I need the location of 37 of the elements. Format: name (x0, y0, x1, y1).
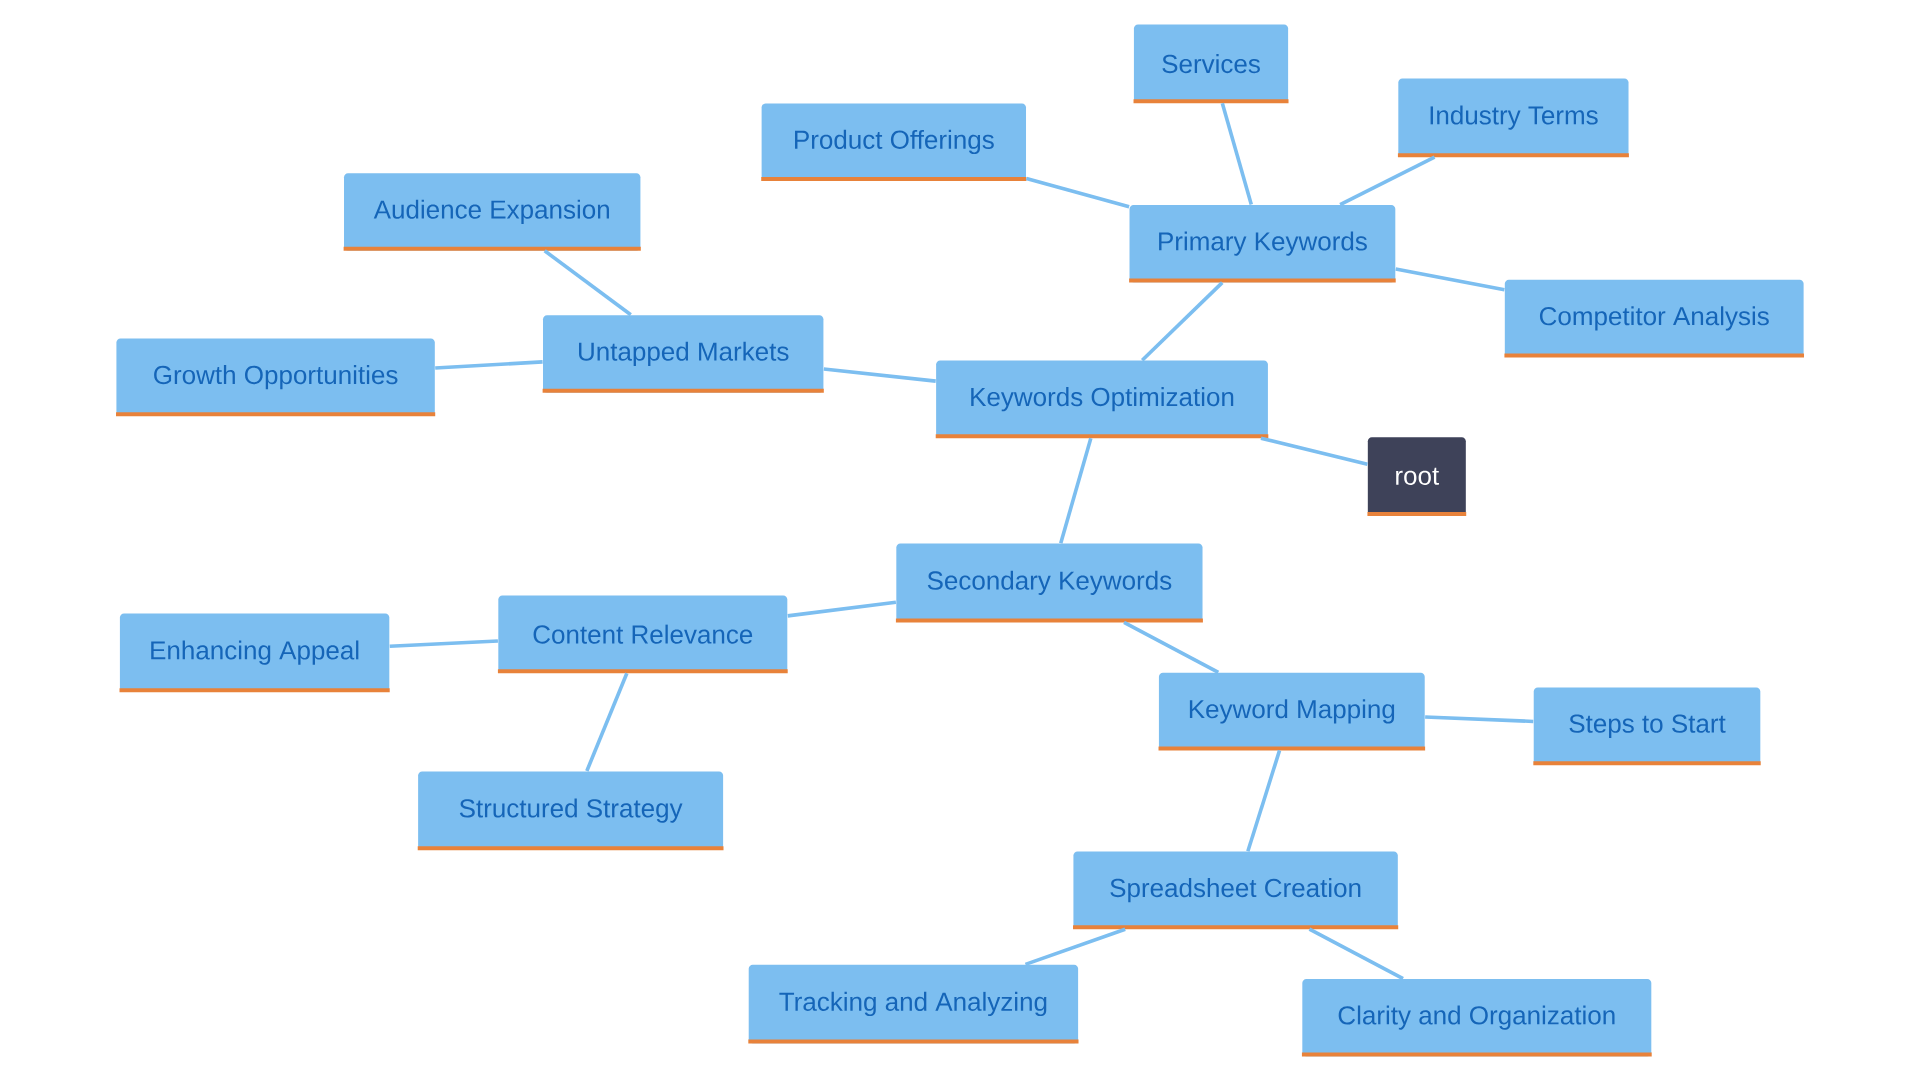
topic-box: Audience Expansion (343, 173, 641, 251)
connector-line (1260, 436, 1368, 467)
topic-box: Structured Strategy (417, 771, 724, 851)
topic-box: Clarity and Organization (1301, 979, 1652, 1057)
topic-box: Keyword Mapping (1158, 672, 1426, 751)
connector-line (1246, 749, 1282, 852)
topic-box: Growth Opportunities (116, 338, 436, 417)
root-box: root (1367, 437, 1467, 516)
topic-box: Industry Terms (1397, 78, 1629, 158)
connector-line (1140, 281, 1224, 362)
connector-line (1059, 437, 1093, 544)
connector-line (1308, 927, 1404, 981)
topic-box: Content Relevance (497, 595, 788, 674)
topic-box: Product Offerings (761, 103, 1027, 181)
connector-line (1425, 715, 1534, 724)
topic-box: Competitor Analysis (1504, 279, 1804, 358)
topic-box: Spreadsheet Creation (1073, 851, 1399, 930)
connector-line (435, 360, 543, 370)
connector-line (389, 639, 498, 648)
topic-box: Enhancing Appeal (119, 613, 390, 693)
connector-line (1123, 620, 1220, 674)
topic-box: Untapped Markets (542, 315, 824, 393)
connector-line (585, 672, 629, 772)
connector-line (787, 600, 897, 618)
connector-line (1395, 267, 1505, 292)
connector-line (543, 249, 632, 317)
topic-box: Steps to Start (1533, 687, 1761, 766)
topic-box: Services (1133, 24, 1289, 104)
connector-line (1220, 102, 1253, 206)
connector-line (1339, 155, 1436, 207)
connector-line (1024, 927, 1126, 967)
topic-box: Tracking and Analyzing (748, 964, 1079, 1044)
connector-line (1025, 176, 1130, 209)
topic-box: Primary Keywords (1129, 205, 1396, 283)
topic-box: Secondary Keywords (895, 543, 1203, 623)
connector-line (823, 367, 936, 383)
topic-box: Keywords Optimization (935, 360, 1269, 439)
